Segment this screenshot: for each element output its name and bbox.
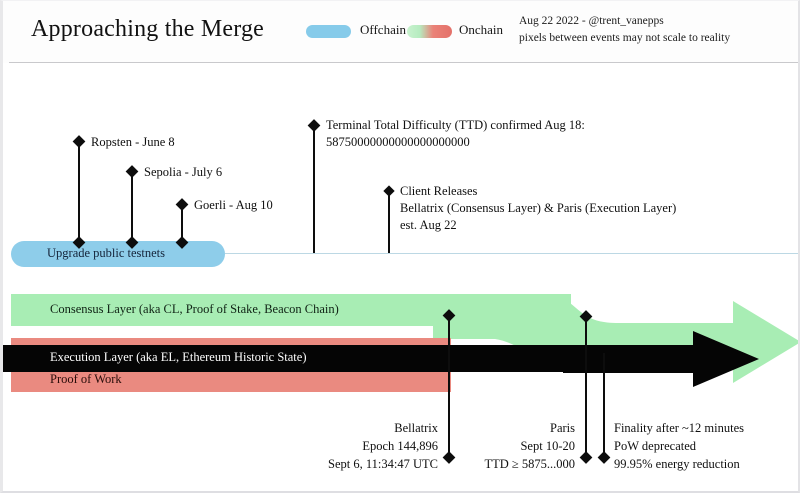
goerli-label: Goerli - Aug 10 [194, 198, 273, 212]
execution-layer-bar [3, 345, 603, 372]
bellatrix-line1: Bellatrix [394, 421, 438, 435]
proof-of-work-label: Proof of Work [50, 372, 122, 386]
paris-connector [585, 316, 587, 458]
client-releases-marker-top [383, 185, 395, 197]
execution-layer-arrow-head [563, 331, 759, 387]
paris-line1: Paris [550, 421, 575, 435]
header-divider [9, 62, 798, 63]
header-band [3, 1, 798, 63]
finality-line1: Finality after ~12 minutes [614, 421, 745, 435]
bellatrix-connector [448, 315, 450, 458]
legend-offchain-swatch [306, 25, 351, 38]
consensus-layer-label: Consensus Layer (aka CL, Proof of Stake,… [50, 302, 339, 316]
sepolia-connector [131, 171, 133, 246]
ropsten-label: Ropsten - June 8 [91, 135, 175, 149]
finality-line2: PoW deprecated [614, 439, 697, 453]
ttd-marker-top [307, 119, 321, 132]
finality-marker-bottom [597, 451, 611, 464]
execution-layer-label: Execution Layer (aka EL, Ethereum Histor… [50, 350, 307, 364]
attribution-date-author: Aug 22 2022 - @trent_vanepps [519, 15, 664, 27]
bellatrix-note: Bellatrix Epoch 144,896 Sept 6, 11:34:47… [249, 419, 438, 473]
client-releases-connector [388, 191, 390, 253]
bellatrix-line2: Epoch 144,896 [362, 439, 438, 453]
ttd-note-line2: 58750000000000000000000 [326, 135, 470, 149]
offchain-track-line [225, 253, 798, 254]
paris-note: Paris Sept 10-20 TTD ≥ 5875...000 [403, 419, 575, 473]
ttd-note-line1: Terminal Total Difficulty (TTD) confirme… [326, 118, 585, 132]
finality-connector [603, 353, 605, 458]
ropsten-marker-top [72, 135, 86, 148]
goerli-connector [181, 204, 183, 246]
page-title: Approaching the Merge [31, 16, 265, 42]
sepolia-marker-top [125, 165, 139, 178]
ttd-note: Terminal Total Difficulty (TTD) confirme… [326, 117, 585, 151]
consensus-layer-band [11, 294, 571, 326]
client-releases-note: Client Releases Bellatrix (Consensus Lay… [400, 183, 676, 234]
paris-line3: TTD ≥ 5875...000 [484, 457, 575, 471]
paris-line2: Sept 10-20 [520, 439, 575, 453]
sepolia-label: Sepolia - July 6 [144, 165, 223, 179]
attribution-note: Aug 22 2022 - @trent_vanepps pixels betw… [519, 13, 789, 47]
legend-onchain-swatch [407, 25, 452, 38]
offchain-testnet-bar-label: Upgrade public testnets [47, 246, 166, 260]
finality-note: Finality after ~12 minutes PoW deprecate… [614, 419, 798, 473]
legend-onchain-label: Onchain [459, 22, 504, 37]
goerli-marker-top [175, 198, 189, 211]
client-releases-line3: est. Aug 22 [400, 218, 457, 232]
ttd-connector [313, 125, 315, 253]
bellatrix-line3: Sept 6, 11:34:47 UTC [328, 457, 438, 471]
offchain-testnet-bar [11, 241, 225, 267]
paris-marker-bottom [579, 451, 593, 464]
client-releases-line1: Client Releases [400, 184, 478, 198]
finality-line3: 99.95% energy reduction [614, 457, 740, 471]
legend-offchain-label: Offchain [360, 22, 406, 37]
ropsten-connector [78, 141, 80, 246]
attribution-scale-disclaimer: pixels between events may not scale to r… [519, 32, 731, 44]
client-releases-line2: Bellatrix (Consensus Layer) & Paris (Exe… [400, 201, 677, 215]
